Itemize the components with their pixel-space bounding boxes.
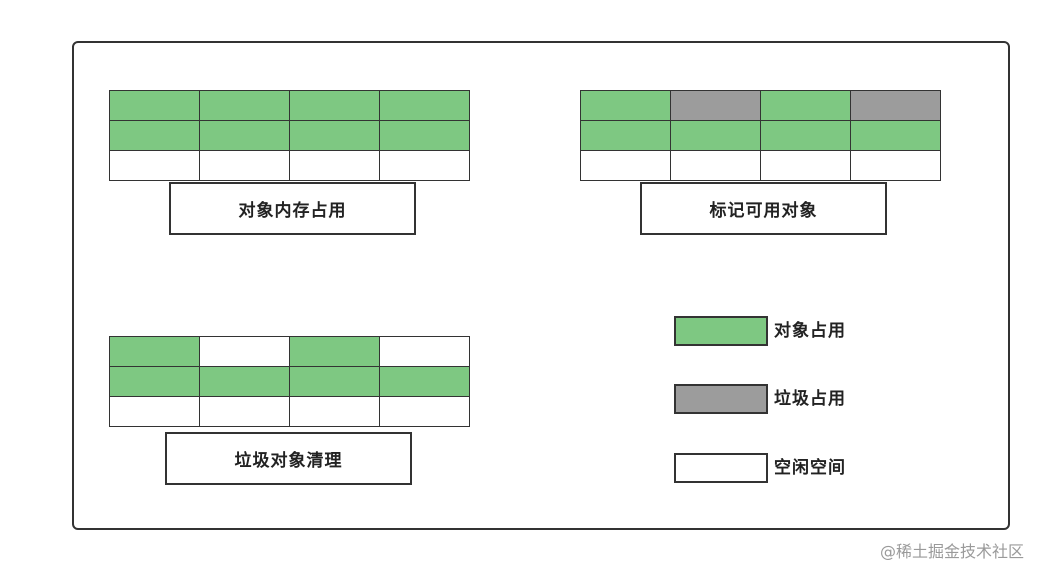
memory-cell-used	[380, 91, 470, 121]
memory-cell-free	[671, 151, 761, 181]
memory-cell-used	[110, 91, 200, 121]
memory-cell-free	[110, 151, 200, 181]
watermark-text: @稀土掘金技术社区	[880, 542, 1025, 561]
legend-swatch-used	[674, 316, 768, 346]
memory-cell-free	[380, 397, 470, 427]
caption-object-usage: 对象内存占用	[169, 182, 416, 235]
memory-cell-free	[290, 151, 380, 181]
memory-cell-free	[851, 151, 941, 181]
memory-cell-free	[290, 397, 380, 427]
legend-label-used: 对象占用	[774, 321, 846, 341]
memory-cell-used	[380, 367, 470, 397]
memory-cell-used	[290, 121, 380, 151]
legend-label-garbage: 垃圾占用	[774, 389, 846, 409]
caption-mark-live: 标记可用对象	[640, 182, 887, 235]
memory-cell-free	[761, 151, 851, 181]
caption-garbage-cleanup: 垃圾对象清理	[165, 432, 412, 485]
memory-cell-free	[380, 337, 470, 367]
memory-cell-free	[581, 151, 671, 181]
legend-label-free: 空闲空间	[774, 458, 846, 478]
memory-cell-used	[380, 121, 470, 151]
legend-swatch-garbage	[674, 384, 768, 414]
memory-cell-free	[200, 397, 290, 427]
memory-cell-garbage	[671, 91, 761, 121]
memory-cell-used	[290, 367, 380, 397]
memory-cell-free	[200, 151, 290, 181]
memory-cell-free	[380, 151, 470, 181]
memory-cell-used	[110, 367, 200, 397]
memory-cell-garbage	[851, 91, 941, 121]
memory-cell-free	[200, 337, 290, 367]
memory-cell-used	[200, 121, 290, 151]
memory-cell-used	[761, 91, 851, 121]
legend-swatch-free	[674, 453, 768, 483]
memory-cell-used	[110, 121, 200, 151]
memory-cell-used	[581, 121, 671, 151]
memory-cell-free	[110, 397, 200, 427]
memory-grid-object-usage	[109, 90, 470, 181]
memory-grid-garbage-cleanup	[109, 336, 470, 427]
memory-cell-used	[200, 367, 290, 397]
memory-grid-mark-live	[580, 90, 941, 181]
memory-cell-used	[200, 91, 290, 121]
memory-cell-used	[581, 91, 671, 121]
memory-cell-used	[761, 121, 851, 151]
memory-cell-used	[110, 337, 200, 367]
memory-cell-used	[290, 91, 380, 121]
memory-cell-used	[290, 337, 380, 367]
memory-cell-used	[851, 121, 941, 151]
memory-cell-used	[671, 121, 761, 151]
